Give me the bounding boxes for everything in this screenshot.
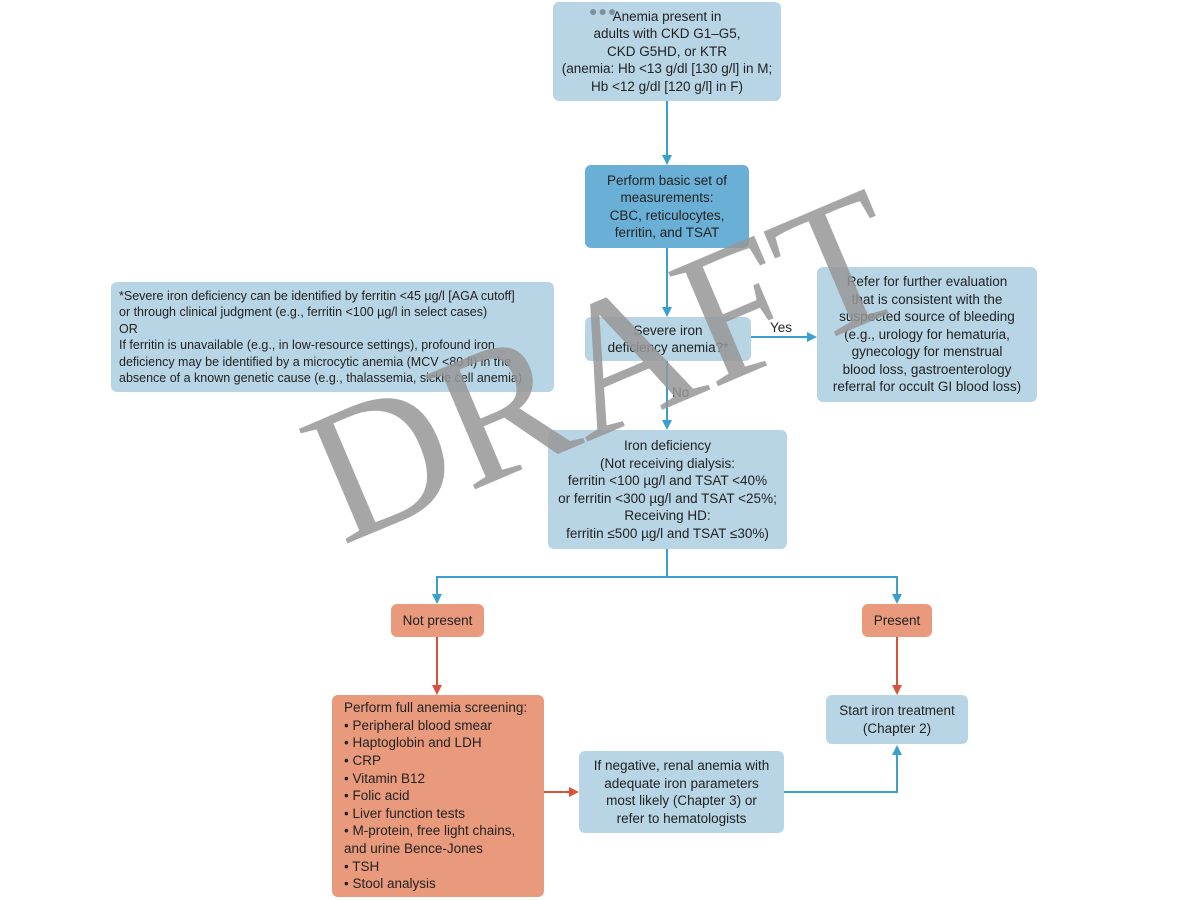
node-basic-measurements: Perform basic set of measurements: CBC, … xyxy=(585,165,749,248)
edge-irondef-to-present xyxy=(667,576,902,604)
node-start-iron-treatment: Start iron treatment (Chapter 2) xyxy=(826,695,968,744)
node-anemia-present: Anemia present in adults with CKD G1–G5,… xyxy=(553,2,781,101)
edge-negative-to-iron-treatment xyxy=(784,745,902,793)
node-not-present: Not present xyxy=(391,604,484,637)
node-severe-iron-deficiency: Severe iron deficiency anemia?* xyxy=(585,317,751,361)
node-present: Present xyxy=(862,604,932,637)
node-full-anemia-screening: Perform full anemia screening: • Periphe… xyxy=(332,695,544,897)
label-yes: Yes xyxy=(770,320,793,335)
node-refer-evaluation: Refer for further evaluation that is con… xyxy=(817,267,1037,402)
edge-irondef-to-not-present xyxy=(432,549,668,604)
node-footnote-severe-iron: *Severe iron deficiency can be identifie… xyxy=(111,282,554,392)
label-no: No xyxy=(672,385,690,400)
node-iron-deficiency: Iron deficiency (Not receiving dialysis:… xyxy=(548,430,787,549)
dots-icon: ●●● xyxy=(589,3,618,19)
node-negative-renal-anemia: If negative, renal anemia with adequate … xyxy=(579,751,784,833)
